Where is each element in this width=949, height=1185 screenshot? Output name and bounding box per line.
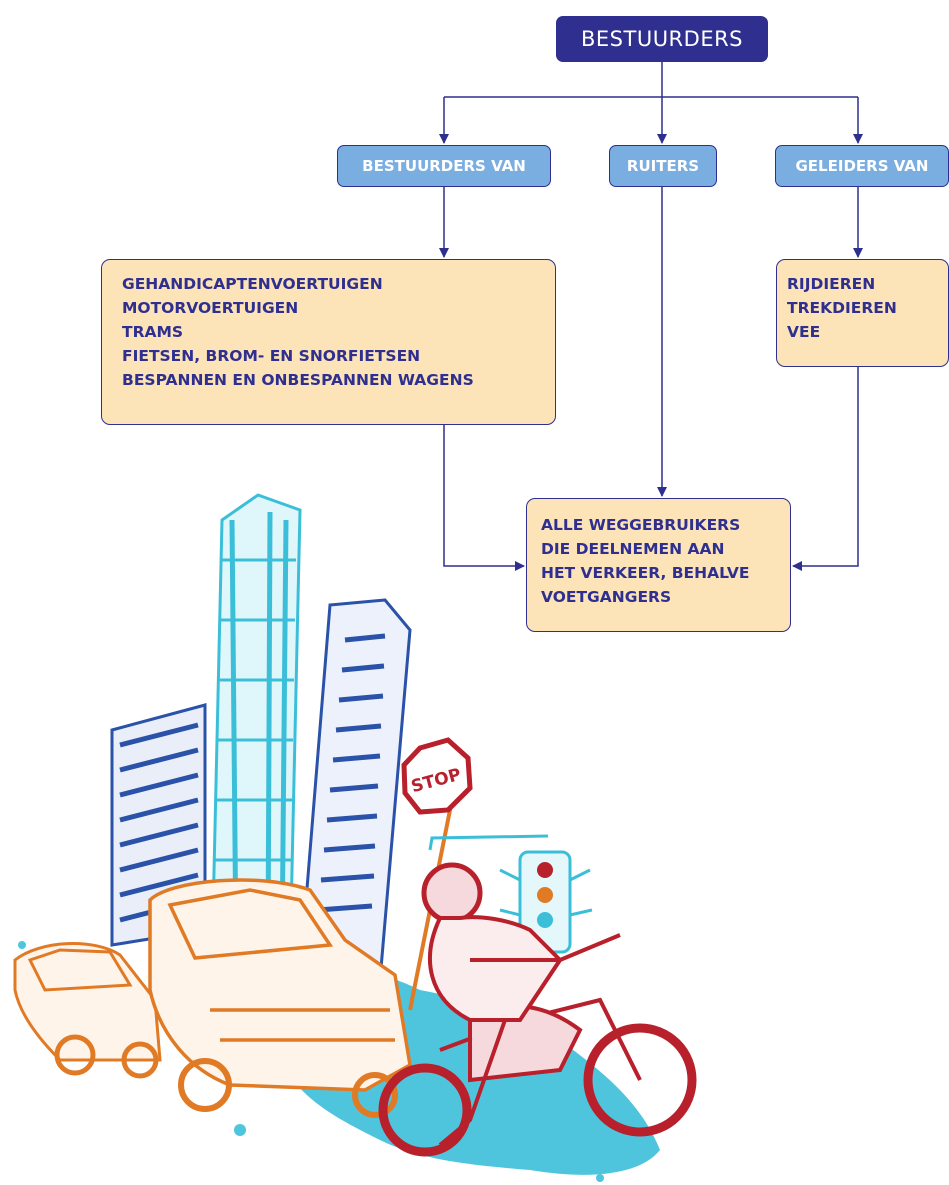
result-line: VOETGANGERS — [541, 588, 672, 606]
result-line: DIE DEELNEMEN AAN — [541, 540, 725, 558]
traffic-illustration: STOP — [13, 493, 697, 1182]
vehicle-item: TRAMS — [122, 323, 184, 341]
vehicles-box: GEHANDICAPTENVOERTUIGEN MOTORVOERTUIGEN … — [101, 259, 556, 425]
result-box: ALLE WEGGEBRUIKERS DIE DEELNEMEN AAN HET… — [526, 498, 791, 632]
vehicle-item: MOTORVOERTUIGEN — [122, 299, 299, 317]
car-front — [148, 878, 412, 1118]
vehicle-item: BESPANNEN EN ONBESPANNEN WAGENS — [122, 371, 474, 389]
animal-item: VEE — [787, 323, 821, 341]
root-node-bestuurders: BESTUURDERS — [556, 16, 768, 62]
result-line: HET VERKEER, BEHALVE — [541, 564, 750, 582]
traffic-light — [428, 834, 593, 954]
animals-box: RIJDIEREN TREKDIEREN VEE — [776, 259, 949, 367]
result-line: ALLE WEGGEBRUIKERS — [541, 516, 741, 534]
category-ruiters: RUITERS — [609, 145, 717, 187]
vehicle-item: GEHANDICAPTENVOERTUIGEN — [122, 275, 383, 293]
connector-lines — [439, 62, 863, 571]
category-geleiders-van: GELEIDERS VAN — [775, 145, 949, 187]
category-bestuurders-van: BESTUURDERS VAN — [337, 145, 551, 187]
animal-item: RIJDIEREN — [787, 275, 876, 293]
car-back — [13, 942, 162, 1079]
motorcycle — [378, 862, 697, 1157]
vehicle-item: FIETSEN, BROM- EN SNORFIETSEN — [122, 347, 421, 365]
animal-item: TREKDIEREN — [787, 299, 897, 317]
building-tower — [210, 493, 302, 962]
